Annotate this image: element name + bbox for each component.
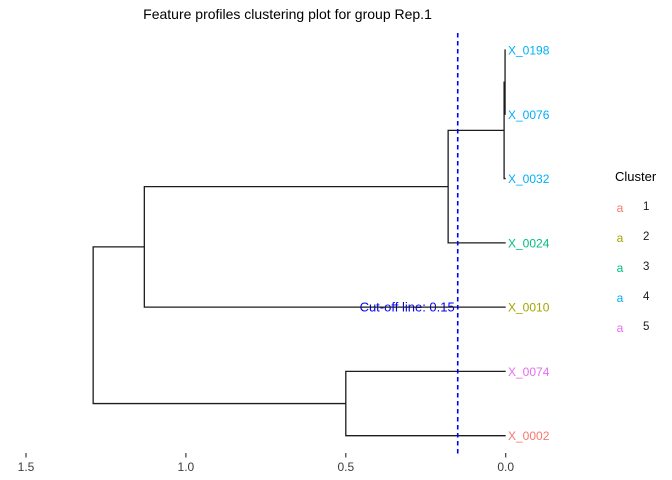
page-title: Feature profiles clustering plot for gro… (143, 6, 432, 22)
legend-key-glyph: a (616, 261, 624, 275)
axis-tick-label: 1.0 (178, 460, 195, 474)
leaf-label-X_0076: X_0076 (508, 108, 550, 122)
leaf-label-X_0074: X_0074 (508, 365, 550, 379)
leaf-label-X_0010: X_0010 (508, 301, 550, 315)
legend-key-glyph: a (616, 291, 624, 305)
axis-tick-label: 0.5 (337, 460, 354, 474)
dendrogram-link (345, 370, 506, 437)
legend-entry-label: 3 (643, 261, 650, 274)
leaf-label-X_0002: X_0002 (508, 429, 550, 443)
axis-tick-label: 0.0 (497, 460, 514, 474)
dendrogram-link (447, 129, 506, 244)
legend-entry-label: 2 (643, 231, 650, 244)
leaf-label-X_0024: X_0024 (508, 236, 550, 250)
dendrogram-link (143, 185, 506, 308)
legend-entry-label: 1 (643, 201, 650, 214)
legend-key-glyph: a (616, 231, 624, 245)
dendrogram-link (504, 49, 506, 115)
legend-title: Cluster (615, 169, 657, 184)
legend-key-glyph: a (616, 321, 624, 335)
legend-entry-label: 4 (643, 291, 650, 304)
leaf-label-X_0032: X_0032 (508, 172, 550, 186)
legend-key-glyph: a (616, 201, 624, 215)
leaf-label-X_0198: X_0198 (508, 44, 550, 58)
dendrogram-link (92, 246, 346, 405)
axis-tick-label: 1.5 (18, 460, 35, 474)
legend-entry-label: 5 (643, 321, 650, 334)
dendrogram-branches (92, 49, 506, 437)
